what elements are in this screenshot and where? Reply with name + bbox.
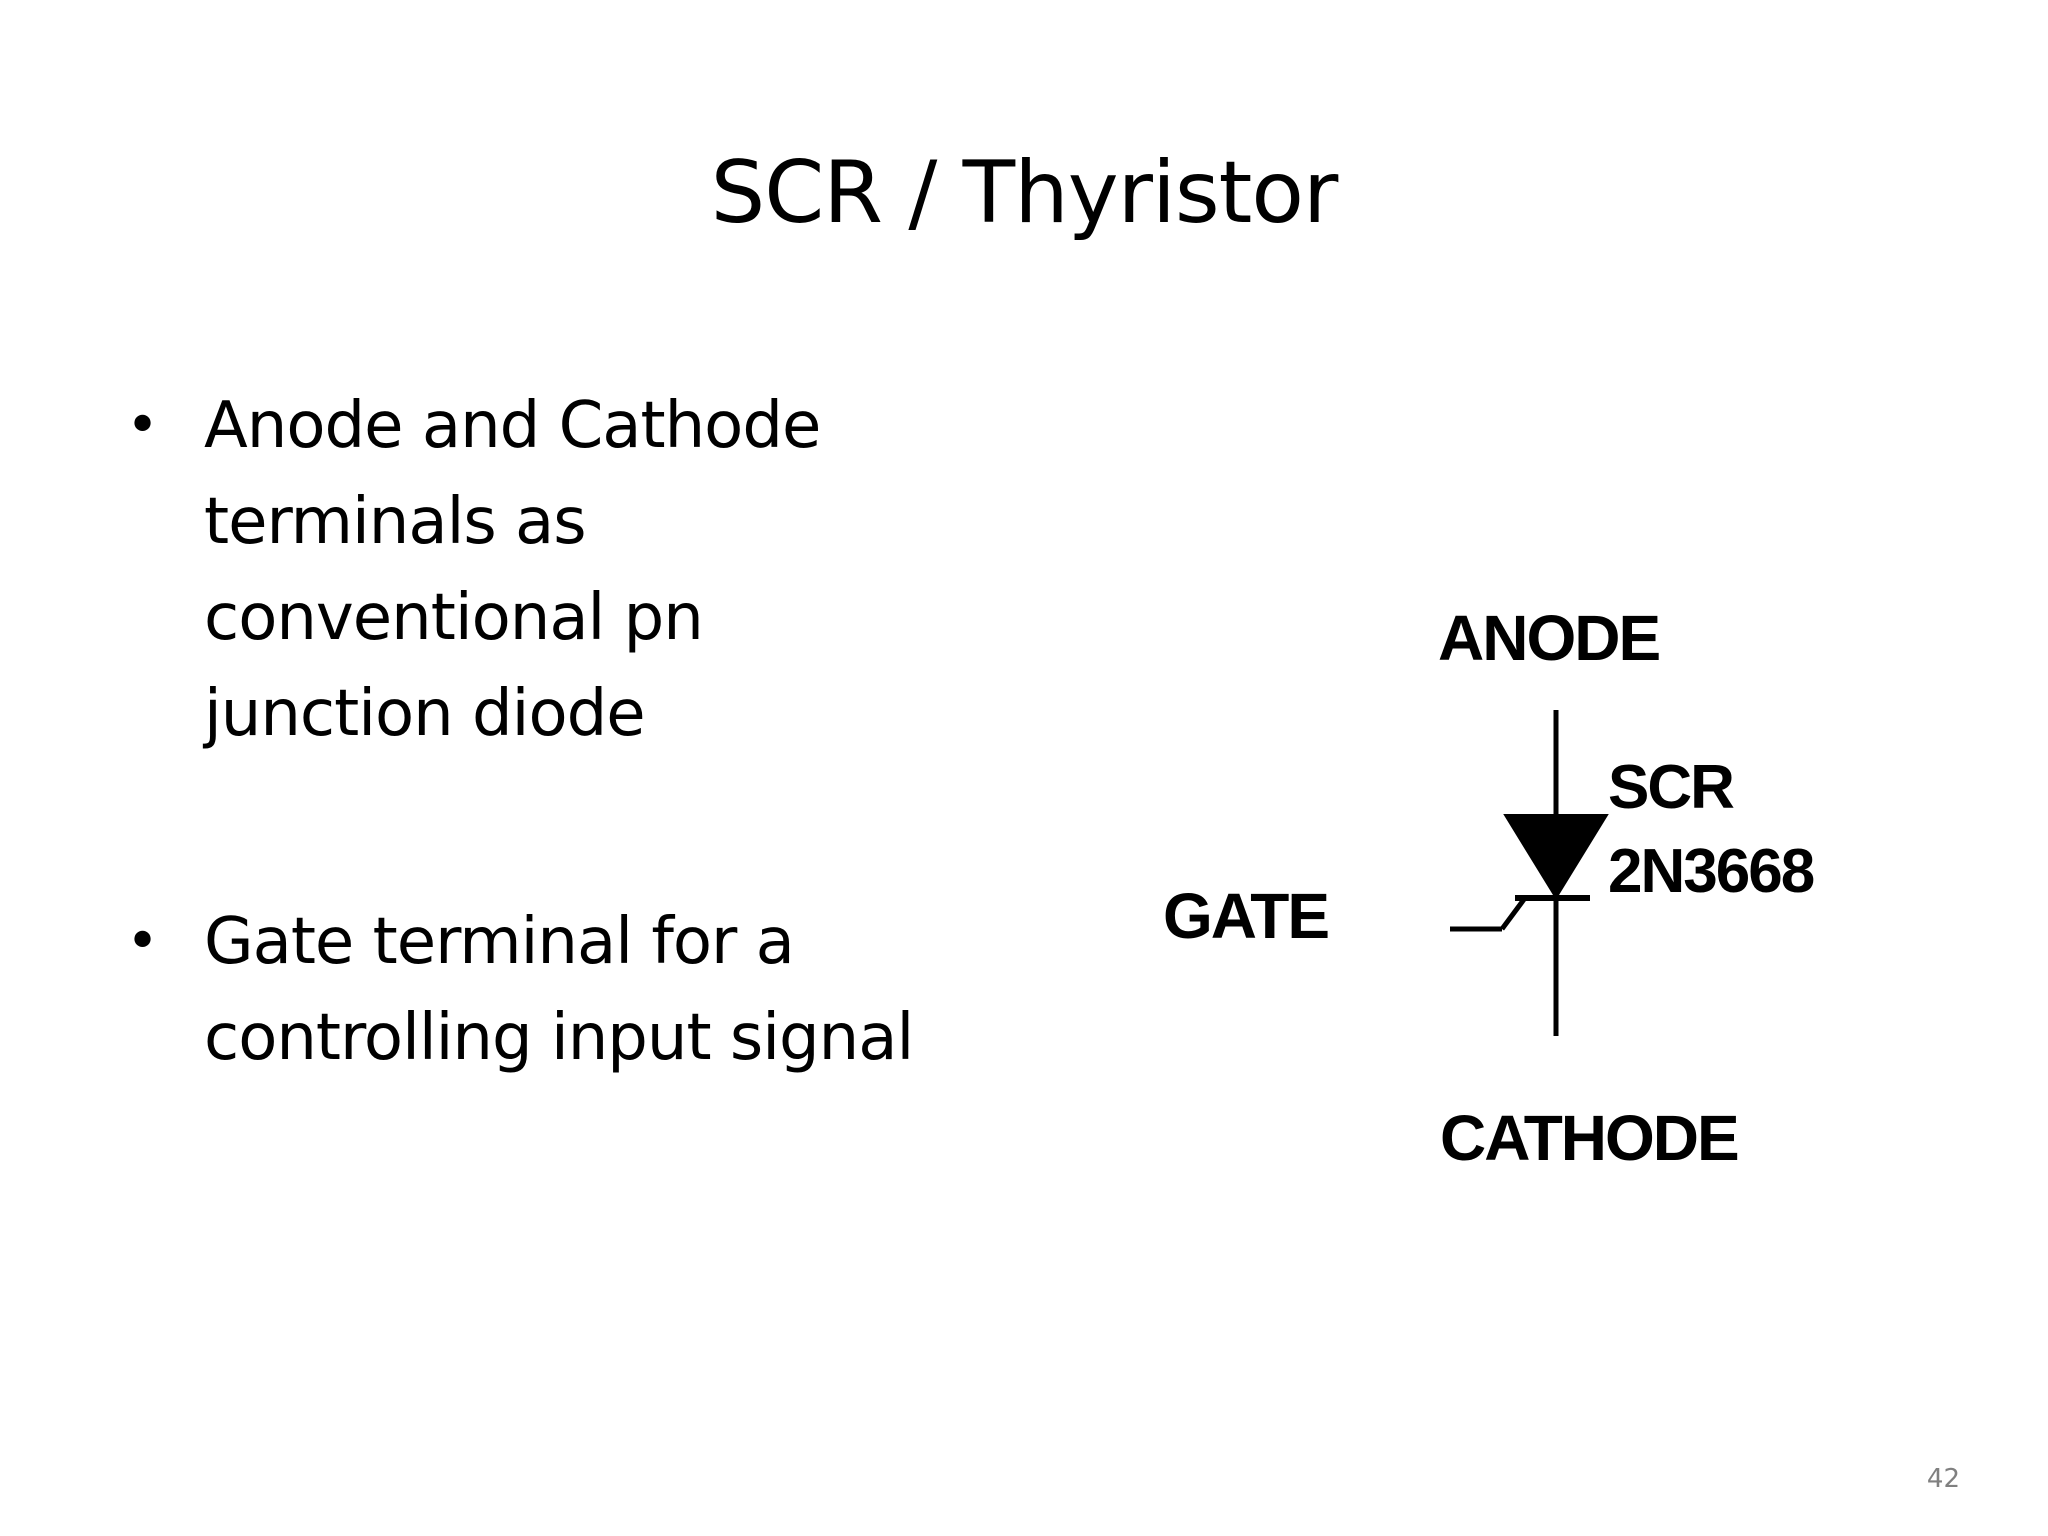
device-type-label: SCR	[1608, 753, 1734, 822]
diode-triangle	[1503, 814, 1609, 900]
cathode-label: CATHODE	[1440, 1102, 1738, 1174]
slide-title: SCR / Thyristor	[710, 143, 1339, 243]
bullet-item: • Gate terminal for a controlling input …	[120, 894, 1020, 1086]
anode-label: ANODE	[1438, 602, 1659, 674]
bullet-dot-icon: •	[126, 393, 159, 458]
page-number: 42	[1926, 1464, 1960, 1494]
bullet-list: • Anode and Cathode terminals as convent…	[120, 378, 1020, 1086]
bullet-text: Gate terminal for a controlling input si…	[204, 905, 914, 1075]
bullet-dot-icon: •	[126, 909, 159, 974]
bullet-item: • Anode and Cathode terminals as convent…	[120, 378, 1020, 762]
scr-thyristor-symbol-icon	[1450, 710, 1609, 1036]
bullet-text: Anode and Cathode terminals as conventio…	[204, 389, 821, 751]
gate-lead-diagonal	[1499, 896, 1528, 931]
part-number-label: 2N3668	[1608, 837, 1814, 906]
gate-label: GATE	[1163, 880, 1328, 952]
